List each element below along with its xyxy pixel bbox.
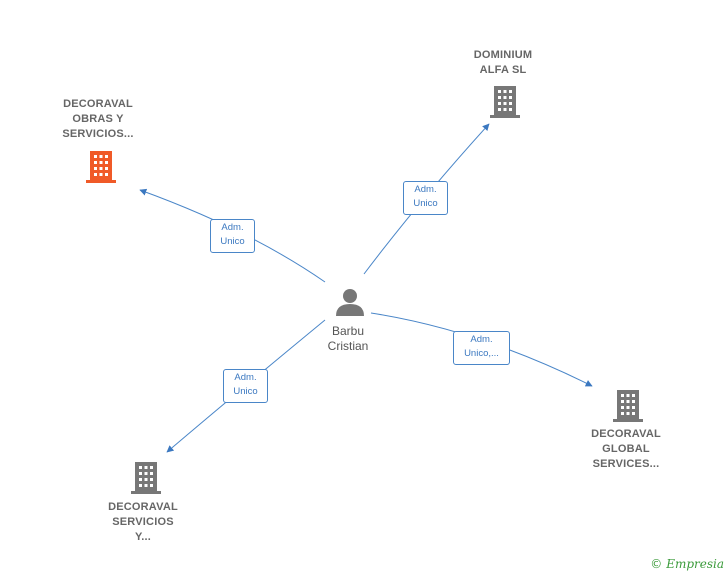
building-icon (131, 462, 161, 494)
edge-label-line: Unico,... (464, 348, 499, 359)
edge-label-line: Adm. (221, 222, 244, 233)
person-icon (336, 289, 364, 316)
edge-label-line: Adm. (234, 372, 257, 383)
node-label-line: ALFA SL (479, 64, 527, 76)
edge-label-line: Unico (220, 236, 245, 247)
edge-label-decoraval-global: Adm. Unico,... (453, 331, 510, 365)
node-label-line: SERVICIOS (112, 516, 174, 528)
person-name-line: Cristian (327, 339, 369, 353)
person-name-line: Barbu (331, 324, 365, 338)
edge-label-dominium-alfa: Adm. Unico (403, 181, 448, 215)
node-label-line: DECORAVAL (63, 98, 133, 110)
node-label-line: GLOBAL (602, 443, 650, 455)
node-label-decoraval-servicios[interactable]: DECORAVAL SERVICIOS Y... (93, 500, 193, 545)
edge-label-line: Unico (233, 386, 258, 397)
edge-label-line: Adm. (470, 334, 493, 345)
edge-label-line: Adm. (414, 184, 437, 195)
node-label-dominium-alfa[interactable]: DOMINIUM ALFA SL (453, 48, 553, 78)
node-label-decoraval-global[interactable]: DECORAVAL GLOBAL SERVICES... (576, 427, 676, 472)
node-label-line: Y... (134, 531, 152, 543)
brand-footer[interactable]: ©Empresia (650, 557, 724, 571)
node-label-line: SERVICES... (592, 458, 660, 470)
node-label-line: OBRAS Y (72, 113, 124, 125)
node-label-line: DECORAVAL (108, 501, 178, 513)
copyright-icon: © (650, 557, 663, 571)
node-label-line: SERVICIOS... (62, 128, 134, 140)
node-label-line: DOMINIUM (473, 49, 533, 61)
building-icon (613, 390, 643, 422)
person-label[interactable]: Barbu Cristian (308, 324, 388, 354)
building-icon (490, 86, 520, 118)
brand-logo-text: Empresia (666, 557, 724, 571)
building-icon (86, 150, 116, 183)
node-label-line: DECORAVAL (591, 428, 661, 440)
edge-label-decoraval-obras: Adm. Unico (210, 219, 255, 253)
edge-label-decoraval-servicios: Adm. Unico (223, 369, 268, 403)
edge-label-line: Unico (413, 198, 438, 209)
node-label-decoraval-obras[interactable]: DECORAVAL OBRAS Y SERVICIOS... (48, 97, 148, 142)
